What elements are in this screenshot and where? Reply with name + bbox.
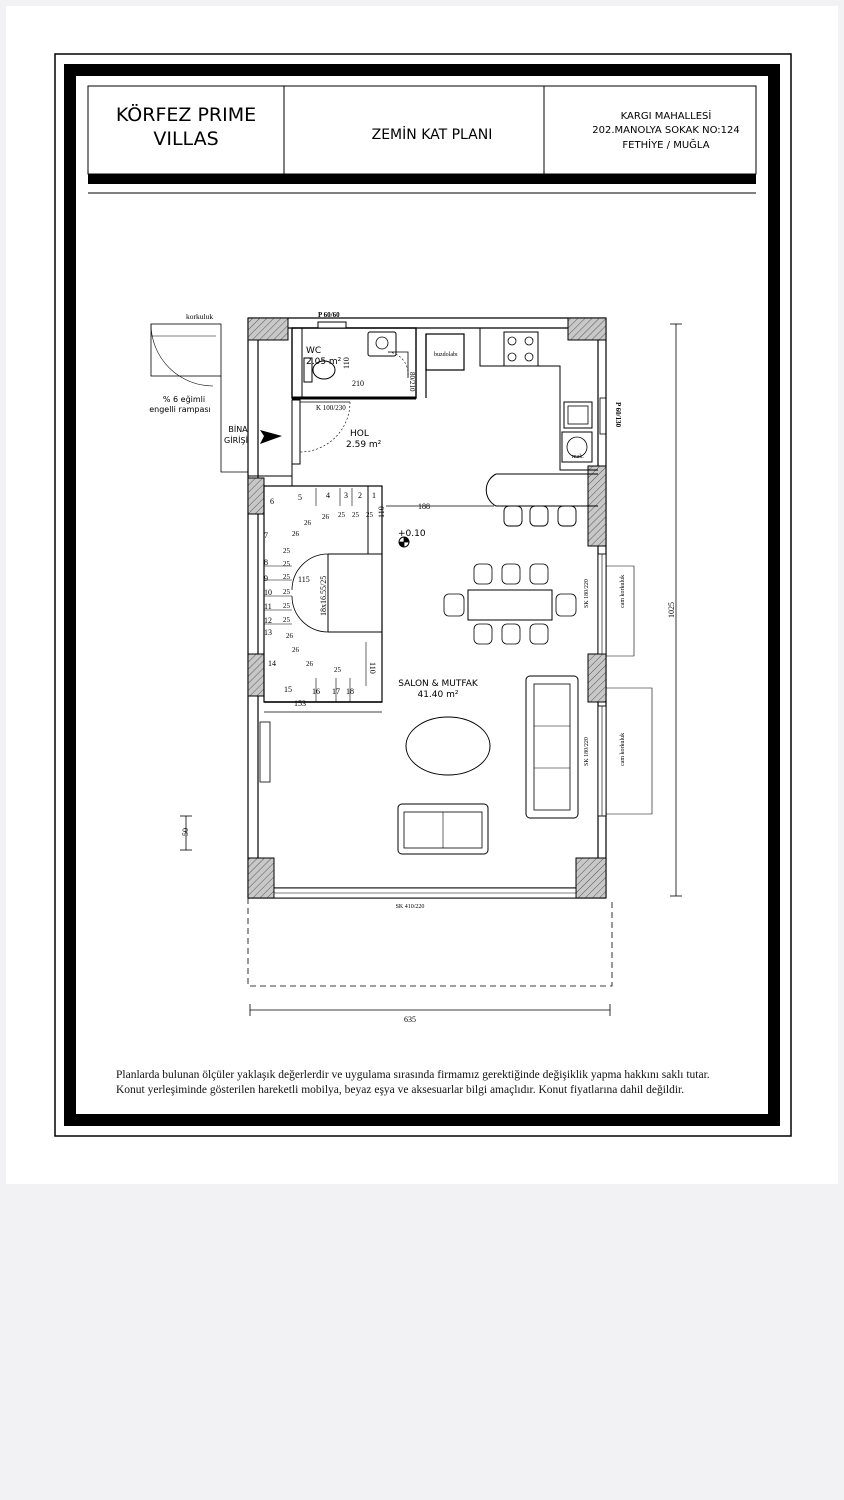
washer-label: mak. [572, 454, 584, 460]
level-label: +0.10 [398, 529, 426, 539]
wc-inner-door-label: 80/210 [408, 372, 416, 392]
wc-name: WC [306, 346, 321, 356]
stair-tread-label: 25 [352, 511, 360, 519]
fridge-label: buzdolabı [434, 352, 458, 358]
dim-115-label: 115 [298, 575, 310, 584]
window-bottom-label: SK 410/220 [396, 904, 425, 910]
disclaimer-line2: Konut yerleşiminde gösterilen hareketli … [116, 1084, 685, 1096]
stair-number: 4 [326, 491, 330, 500]
stair-number: 9 [264, 574, 268, 583]
wc-dim-label: 210 [352, 379, 364, 388]
stair-number: 1 [372, 491, 376, 500]
stair-number: 11 [264, 602, 272, 611]
stair-number: 18 [346, 687, 354, 696]
dim-110b-label: 110 [368, 662, 377, 674]
stair-number: 12 [264, 616, 272, 625]
window-2-label: SK 180/220 [584, 737, 590, 766]
title-block-bar [88, 174, 756, 184]
stair-tread-label: 26 [286, 632, 294, 640]
railing-1-label: cam korkuluk [620, 575, 626, 608]
thick-border [64, 64, 780, 1126]
ramp-label-1: % 6 eğimli [163, 395, 205, 404]
entry-arrow-icon [260, 430, 282, 444]
address-line1: KARGI MAHALLESİ [621, 109, 712, 122]
kitchen-window-label: P 60/130 [614, 402, 622, 428]
stair-number: 8 [264, 558, 268, 567]
stair-tread-label: 26 [322, 513, 330, 521]
outer-frame-line [54, 53, 792, 1137]
address-line3: FETHİYE / MUĞLA [622, 138, 709, 151]
dim-635-label: 635 [404, 1015, 416, 1024]
floor-plan-drawing: KÖRFEZ PRIME VILLAS ZEMİN KAT PLANI KARG… [54, 53, 792, 1137]
stair-tread-label: 25 [283, 547, 291, 555]
stair-tread-label: 25 [283, 616, 291, 624]
korkuluk-label: korkuluk [186, 312, 213, 321]
dim-50-label: 50 [181, 828, 190, 836]
stair-tread-label: 25 [338, 511, 346, 519]
stair-tread-label: 25 [334, 666, 342, 674]
disclaimer-line1: Planlarda bulunan ölçüler yaklaşık değer… [116, 1069, 710, 1081]
stair-tread-label: 26 [292, 530, 300, 538]
stair-number: 15 [284, 685, 292, 694]
stair-tread-label: 25 [283, 588, 291, 596]
hol-name: HOL [350, 429, 369, 439]
sheet-title: ZEMİN KAT PLANI [372, 125, 493, 143]
salon-area: 41.40 m² [417, 690, 458, 700]
stair-tread-label: 25 [283, 602, 291, 610]
entry-label-2: GİRİŞİ [224, 435, 248, 445]
stair-number: 10 [264, 588, 272, 597]
brand-line1: KÖRFEZ PRIME [116, 103, 256, 126]
salon-name: SALON & MUTFAK [398, 679, 479, 689]
wc-area: 2.05 m² [306, 357, 342, 367]
plan-group [150, 317, 682, 1016]
wc-door-label: P 60/60 [318, 311, 340, 319]
railing-2-label: cam korkuluk [620, 733, 626, 766]
stair-number: 6 [270, 497, 274, 506]
stair-tread-label: 25 [283, 560, 291, 568]
stair-number: 16 [312, 687, 320, 696]
stair-number: 2 [358, 491, 362, 500]
stair-tread-label: 25 [283, 573, 291, 581]
entry-door-label: K 100/230 [316, 404, 346, 412]
wc-dim-v-label: 110 [342, 357, 351, 369]
dim-188-label: 188 [418, 502, 430, 511]
address-line2: 202.MANOLYA SOKAK NO:124 [592, 125, 740, 136]
stair-tread-label: 26 [306, 660, 314, 668]
dim-1025-label: 1025 [667, 602, 676, 618]
ramp-label-2: engelli rampası [149, 405, 211, 414]
stair-number: 13 [264, 628, 272, 637]
stair-tread-label: 26 [304, 519, 312, 527]
stair-number: 7 [264, 531, 268, 540]
stair-tread-label: 25 [366, 511, 374, 519]
stair-number: 5 [298, 493, 302, 502]
hol-area: 2.59 m² [346, 440, 382, 450]
stair-tread-label: 26 [292, 646, 300, 654]
stair-number: 3 [344, 491, 348, 500]
stair-number: 17 [332, 687, 340, 696]
window-1-label: SK 180/220 [584, 579, 590, 608]
drawing-sheet: KÖRFEZ PRIME VILLAS ZEMİN KAT PLANI KARG… [6, 6, 838, 1184]
stair-dim-label: 18x16.55/25 [319, 576, 328, 616]
dim-110a-label: 110 [377, 506, 386, 518]
entry-label-1: BİNA [228, 424, 248, 434]
disclaimer-notes: Planlarda bulunan ölçüler yaklaşık değer… [116, 1068, 756, 1098]
stair-number: 14 [268, 659, 276, 668]
dim-153-label: 153 [294, 699, 306, 708]
brand-line2: VILLAS [153, 128, 218, 150]
